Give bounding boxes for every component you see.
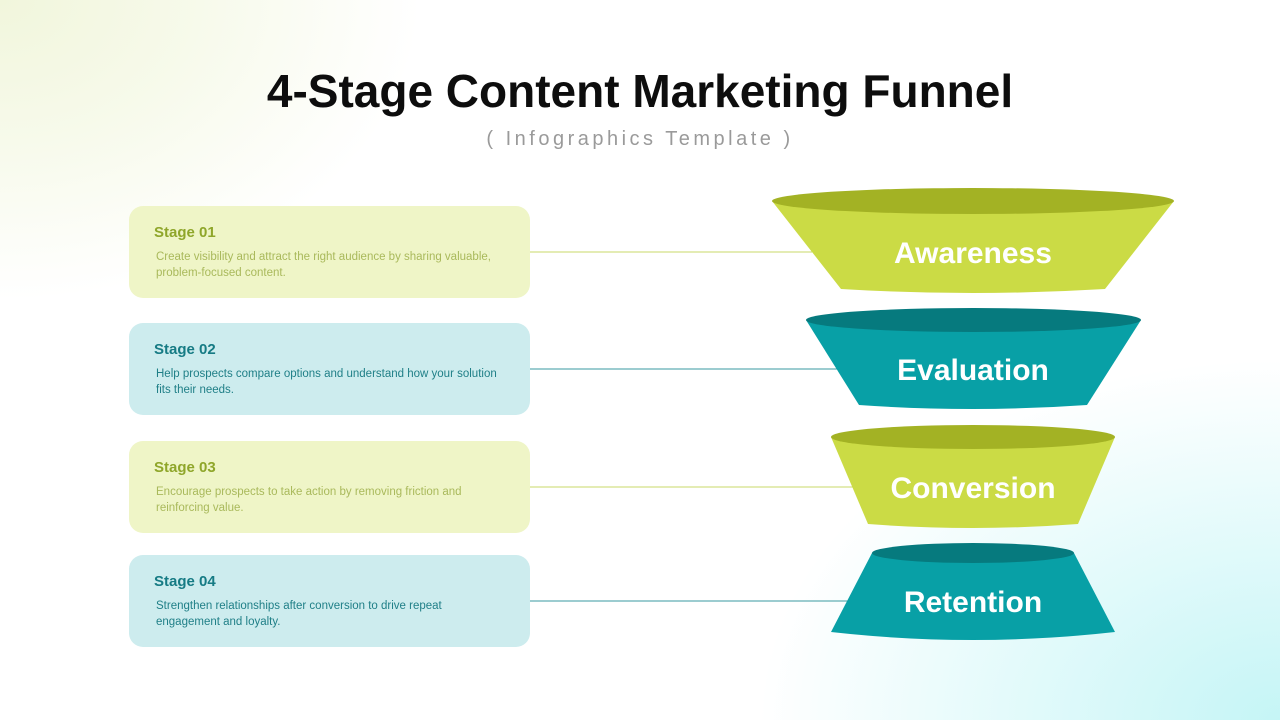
funnel-segment-retention: Retention [831,543,1115,640]
stage-card-4: Stage 04 Strengthen relationships after … [129,555,530,647]
stage-card-1: Stage 01 Create visibility and attract t… [129,206,530,298]
funnel-label-awareness: Awareness [894,237,1052,270]
funnel-segment-awareness: Awareness [772,188,1174,293]
stage-description: Help prospects compare options and under… [156,368,497,396]
funnel-label-retention: Retention [904,586,1042,619]
stage-title: Stage 01 [154,224,216,241]
stage-description: Strengthen relationships after conversio… [156,600,442,628]
page-title: 4-Stage Content Marketing Funnel [266,65,1014,117]
funnel-label-evaluation: Evaluation [897,354,1049,387]
stage-description: Create visibility and attract the right … [156,251,491,279]
stage-description: Encourage prospects to take action by re… [156,486,462,514]
stage-card-3: Stage 03 Encourage prospects to take act… [129,441,530,533]
page-subtitle: ( Infographics Template ) [486,128,794,150]
funnel-segment-evaluation: Evaluation [806,308,1141,409]
funnel-segment-conversion: Conversion [831,425,1115,528]
funnel-label-conversion: Conversion [890,472,1055,505]
stage-title: Stage 04 [154,573,216,590]
stage-title: Stage 03 [154,459,216,476]
stage-card-2: Stage 02 Help prospects compare options … [129,323,530,415]
stage-title: Stage 02 [154,341,216,358]
